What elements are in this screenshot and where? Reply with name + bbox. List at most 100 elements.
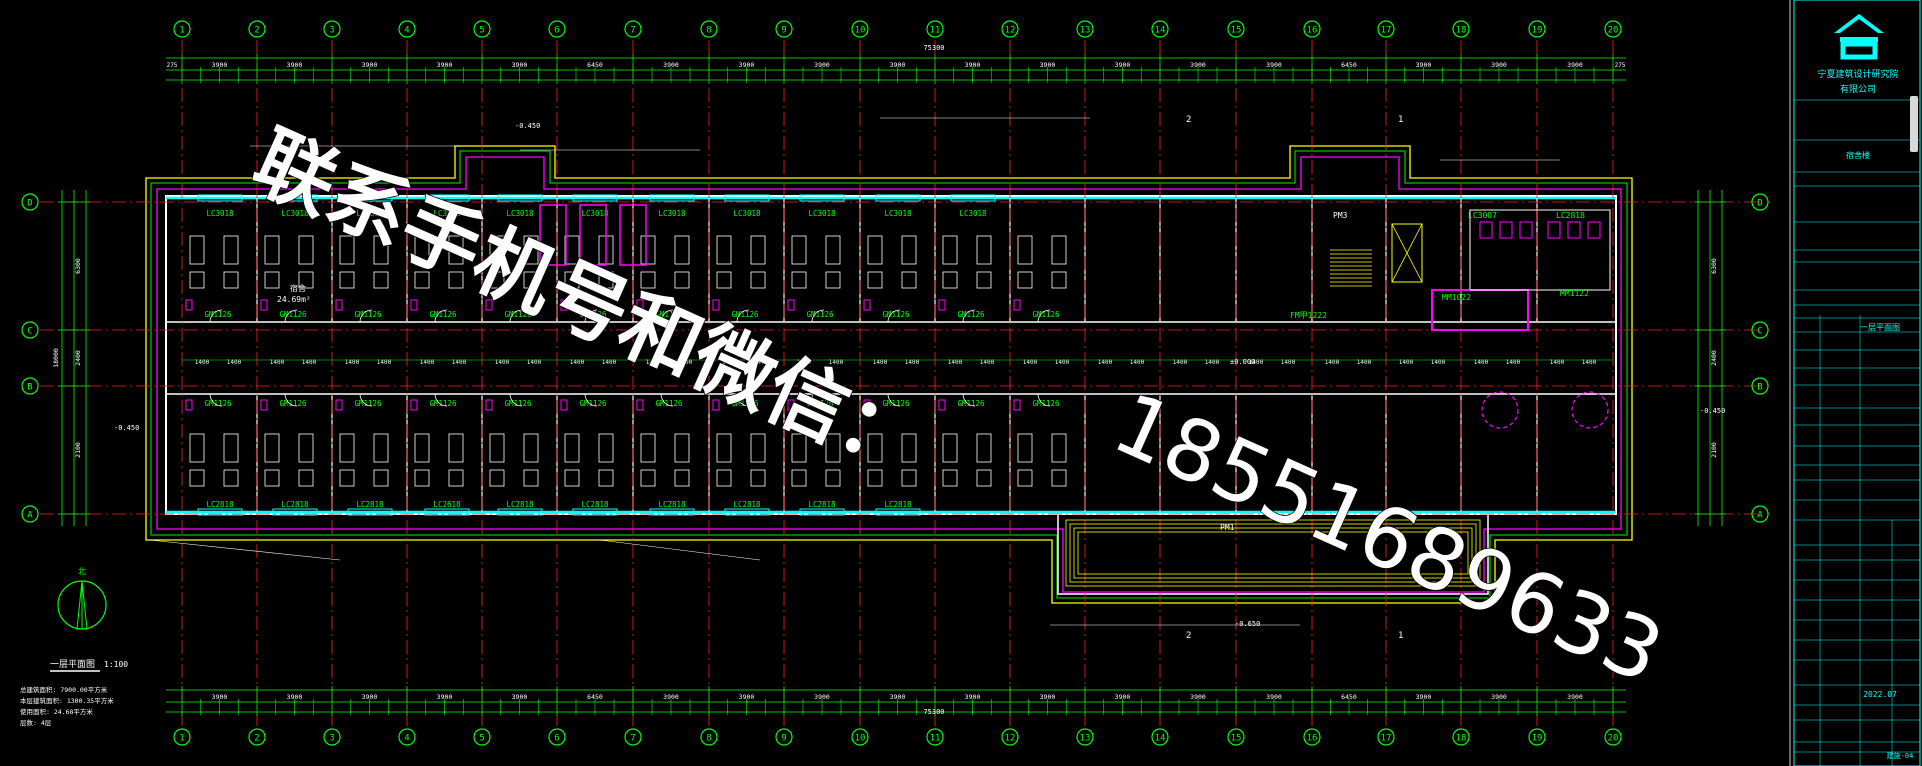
dimension-value: 1400	[270, 359, 285, 366]
bed	[223, 235, 239, 265]
desk	[791, 469, 807, 487]
axis-bubble	[473, 728, 491, 746]
toilet-fixture	[1547, 221, 1561, 239]
door-swing	[284, 393, 298, 407]
window	[197, 508, 243, 516]
door-swing	[209, 309, 223, 323]
desk	[976, 469, 992, 487]
generated-plan-elements: 1122334455667788991010111112121313141415…	[21, 20, 1920, 766]
axis-bubble	[173, 728, 191, 746]
axis-bubble-label: 8	[706, 26, 711, 36]
dimension-value: 6450	[1341, 61, 1357, 69]
axis-bubble	[323, 728, 341, 746]
dimension-value: 3900	[739, 61, 755, 69]
bed	[825, 433, 841, 463]
window-label: LC3018	[206, 209, 234, 218]
north-arrow-icon	[57, 580, 107, 630]
bed	[674, 433, 690, 463]
axis-bubble	[1452, 20, 1470, 38]
door-swing	[736, 309, 750, 323]
sheet-number: 建施-04	[1887, 751, 1914, 760]
dimension-value: 1400	[873, 359, 888, 366]
wet-area	[485, 399, 493, 411]
wet-area	[185, 299, 193, 311]
axis-bubble-label: 13	[1080, 734, 1091, 744]
desk	[1051, 469, 1067, 487]
axis-bubble-label: 7	[630, 734, 635, 744]
desk	[339, 271, 355, 289]
axis-bubble-label: 18	[1456, 26, 1467, 36]
axis-bubble	[1751, 321, 1769, 339]
desk	[223, 271, 239, 289]
axis-bubble	[926, 20, 944, 38]
desk	[373, 469, 389, 487]
note-line: 本层建筑面积: 1300.35平方米	[20, 696, 114, 705]
door-label: GM1126	[957, 399, 985, 408]
dimension-value: 3900	[1266, 693, 1282, 701]
desk	[867, 469, 883, 487]
axis-bubble	[1751, 377, 1769, 395]
desk	[674, 271, 690, 289]
desk	[716, 469, 732, 487]
dimension-value: 3900	[212, 61, 228, 69]
axis-bubble-label: 1	[179, 26, 184, 36]
window	[649, 508, 695, 516]
bed	[867, 235, 883, 265]
desk	[564, 271, 580, 289]
dimension-value: 3900	[1040, 693, 1056, 701]
axis-bubble	[624, 20, 642, 38]
dimension-value: 1400	[678, 359, 693, 366]
window	[724, 194, 770, 202]
axis-bubble-label: 2	[254, 26, 259, 36]
toilet-fixture	[1587, 221, 1601, 239]
dimension-value: 3900	[1190, 693, 1206, 701]
wet-area	[787, 399, 795, 411]
section-mark: 2	[1186, 115, 1191, 125]
dimension-value: 1400	[646, 359, 661, 366]
dimension-value: 6450	[587, 61, 603, 69]
window-label: LC3018	[884, 209, 912, 218]
toilet-fixture	[1479, 221, 1493, 239]
toilet-fixture	[1519, 221, 1533, 239]
axis-bubble	[1001, 20, 1019, 38]
axis-bubble	[851, 20, 869, 38]
bed	[223, 433, 239, 463]
toilet-room	[1469, 209, 1611, 291]
axis-bubble	[1604, 728, 1622, 746]
dimension-value: 1400	[948, 359, 963, 366]
axis-bubble-label: D	[1757, 199, 1762, 209]
desk	[976, 271, 992, 289]
axis-bubble	[398, 20, 416, 38]
bed	[264, 235, 280, 265]
axis-bubble-label: D	[27, 199, 32, 209]
drawing-frame	[1789, 0, 1921, 766]
dimension-value: 1400	[1130, 359, 1145, 366]
bed	[640, 433, 656, 463]
wet-area	[1013, 399, 1021, 411]
door-label: GM1126	[204, 399, 232, 408]
axis-bubble	[1303, 20, 1321, 38]
desk	[716, 271, 732, 289]
bed	[901, 433, 917, 463]
window	[649, 194, 695, 202]
axis-bubble-label: 5	[479, 26, 484, 36]
window	[497, 194, 543, 202]
wet-area	[938, 299, 946, 311]
dimension-value: 1400	[345, 359, 360, 366]
wet-area	[410, 399, 418, 411]
dimension-value: 3900	[1491, 693, 1507, 701]
axis-bubble-label: 15	[1231, 734, 1242, 744]
axis-bubble-label: 4	[404, 734, 409, 744]
dimension-value: 3900	[362, 693, 378, 701]
dimension-value: 1400	[1281, 359, 1296, 366]
dimension-value: 1400	[1357, 359, 1372, 366]
desk	[264, 271, 280, 289]
vertical-scrollbar[interactable]	[1910, 96, 1918, 152]
axis-bubble-label: A	[1757, 511, 1763, 521]
window	[497, 508, 543, 516]
axis-bubble-label: B	[27, 383, 32, 393]
axis-bubble	[851, 728, 869, 746]
window-label: LC3018	[506, 209, 534, 218]
axis-bubble-label: 9	[781, 734, 786, 744]
door-swing	[359, 393, 373, 407]
